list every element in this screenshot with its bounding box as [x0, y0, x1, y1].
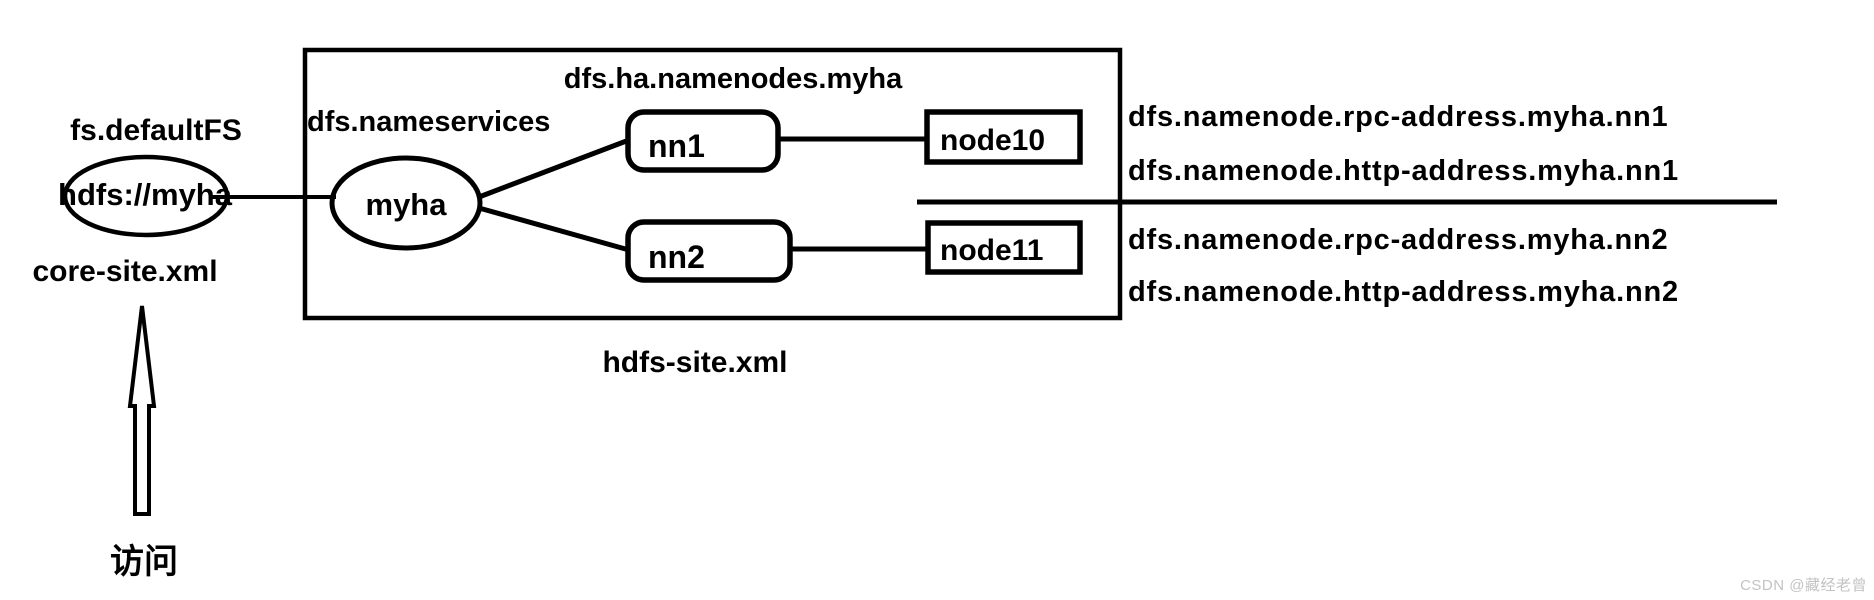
csdn-watermark: CSDN @藏经老曾 [1740, 577, 1867, 594]
branch-to-nn1-line [478, 137, 630, 200]
nameservices-label: dfs.nameservices [307, 106, 550, 138]
nameservice-label: myha [366, 187, 448, 222]
ha-namenodes-title: dfs.ha.namenodes.myha [564, 63, 903, 95]
nn1-http-address-label: dfs.namenode.http-address.myha.nn1 [1128, 155, 1679, 187]
branch-to-nn2-line [478, 205, 630, 253]
node10-label: node10 [940, 124, 1045, 157]
nn2-http-address-label: dfs.namenode.http-address.myha.nn2 [1128, 276, 1679, 308]
nn1-label: nn1 [648, 128, 705, 164]
access-label: 访问 [110, 543, 178, 581]
hdfs-site-box [302, 47, 1123, 321]
nn1-rpc-address-label: dfs.namenode.rpc-address.myha.nn1 [1128, 101, 1668, 133]
node11-box [925, 220, 1083, 275]
core-site-file-label: core-site.xml [32, 255, 217, 288]
client-uri-label: hdfs://myha [58, 177, 233, 212]
nameservice-ellipse [329, 155, 483, 251]
node11-label: node11 [940, 234, 1043, 267]
nn2-label: nn2 [648, 239, 705, 275]
fs-defaultfs-label: fs.defaultFS [70, 114, 242, 147]
hdfs-site-file-label: hdfs-site.xml [602, 346, 787, 379]
node10-box [924, 109, 1083, 165]
access-up-arrow-icon [127, 305, 157, 516]
nn2-rpc-address-label: dfs.namenode.rpc-address.myha.nn2 [1128, 224, 1668, 256]
